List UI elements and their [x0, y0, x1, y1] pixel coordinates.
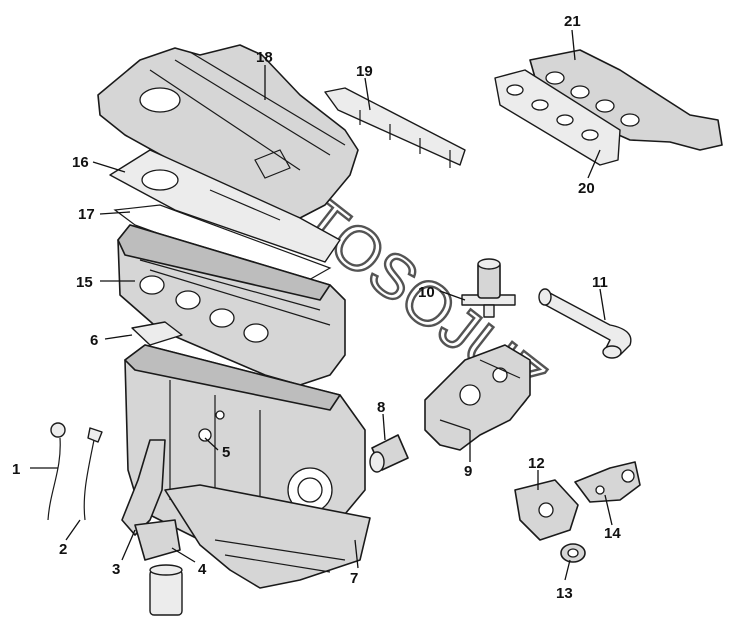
part-sensor	[369, 434, 409, 473]
callout-14: 14	[604, 525, 621, 542]
callout-16: 16	[72, 154, 89, 171]
callout-5: 5	[222, 444, 230, 461]
callout-20: 20	[578, 180, 595, 197]
leader-lines	[30, 29, 613, 581]
callout-21: 21	[564, 13, 581, 30]
callout-1: 1	[12, 461, 20, 478]
part-gasket	[113, 204, 332, 286]
callout-18: 18	[256, 49, 273, 66]
part-oil-pan	[164, 484, 371, 589]
part-oil-filter-housing	[134, 519, 183, 616]
part-dipstick-tube	[83, 427, 103, 521]
part-manifold-gasket	[494, 69, 621, 166]
part-engine-mount-12	[514, 479, 579, 541]
part-fuel-rail	[324, 87, 466, 168]
callout-10: 10	[418, 284, 435, 301]
callout-6: 6	[90, 332, 98, 349]
callout-9: 9	[464, 463, 472, 480]
part-bracket	[574, 461, 641, 503]
callout-17: 17	[78, 206, 95, 223]
part-bushing	[560, 543, 586, 563]
callout-8: 8	[377, 399, 385, 416]
callout-7: 7	[350, 570, 358, 587]
part-cylinder-head	[117, 224, 346, 386]
part-dipstick	[47, 422, 66, 521]
part-hose	[538, 288, 632, 359]
part-cover-plate	[109, 149, 341, 263]
part-thermostat-housing	[424, 344, 531, 451]
callout-4: 4	[198, 561, 207, 578]
part-valve	[461, 258, 516, 318]
callout-11: 11	[592, 274, 608, 291]
callout-15: 15	[76, 274, 93, 291]
callouts: 1 2 3 4 5 6 7 8 9 10 11 12 13 14 15 16 1…	[12, 13, 621, 602]
part-small-gasket	[131, 321, 183, 346]
callout-19: 19	[356, 63, 373, 80]
callout-2: 2	[59, 541, 67, 558]
callout-13: 13	[556, 585, 573, 602]
callout-12: 12	[528, 455, 545, 472]
callout-3: 3	[112, 561, 120, 578]
